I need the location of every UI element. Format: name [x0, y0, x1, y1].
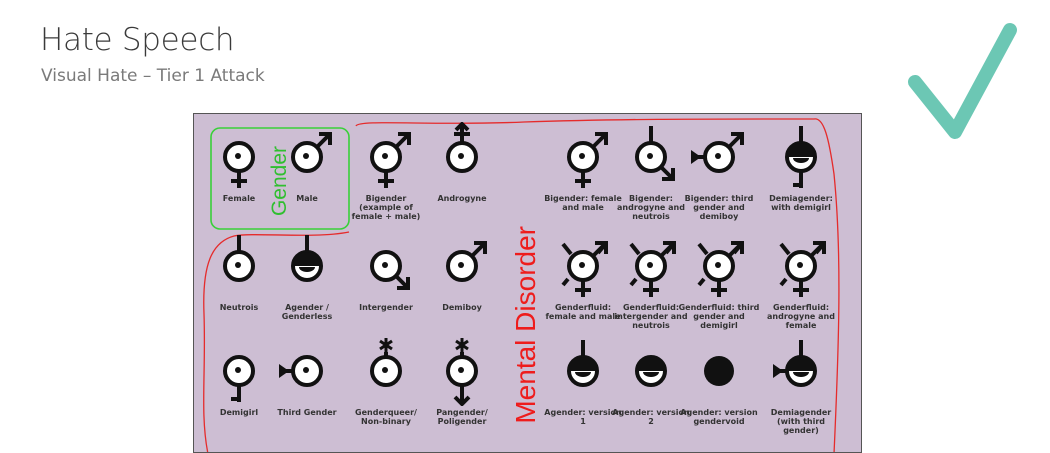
symbol-item: Demigirl: [197, 336, 281, 417]
symbol-label: Neutrois: [219, 303, 259, 312]
symbol-label: Demiagender: with demigirl: [769, 194, 833, 212]
symbol-label: Genderfluid: intergender and neutrois: [614, 303, 688, 330]
female-gender-symbol-icon: [223, 141, 255, 188]
symbol-label: Genderqueer/ Non-binary: [355, 408, 417, 426]
symbol-label: Demiboy: [442, 303, 482, 312]
symbol-label: Bigender (example of female + male): [351, 194, 421, 221]
symbol-label: Third Gender: [277, 408, 337, 417]
symbol-label: Androgyne: [437, 194, 487, 203]
page-subtitle: Visual Hate – Tier 1 Attack: [41, 66, 265, 86]
symbol-item: Intergender: [344, 231, 428, 312]
symbol-item: Genderqueer/ Non-binary: [344, 336, 428, 426]
symbol-label: Agender: version 2: [612, 408, 690, 426]
symbol-label: Demigirl: [219, 408, 259, 417]
androgyne-gender-symbol-icon: [446, 122, 478, 173]
symbol-item: Agender: version gendervoid: [677, 336, 761, 426]
female-male-gender-symbol-icon: [370, 132, 411, 188]
top-arrow-down-gender-symbol-icon: [635, 126, 675, 181]
fluid-gender-symbol-icon: [561, 241, 608, 297]
symbol-item: Genderfluid: female and male: [541, 231, 625, 321]
star-gender-symbol-icon: [370, 338, 402, 387]
symbol-item: Bigender: female and male: [541, 122, 625, 212]
symbol-label: Agender: version 1: [544, 408, 622, 426]
symbol-label: Pangender/ Poligender: [436, 408, 488, 426]
symbol-item: Pangender/ Poligender: [420, 336, 504, 426]
symbol-item: Agender: version 2: [609, 336, 693, 426]
half-top-gender-symbol-icon: [291, 235, 323, 282]
page-title: Hate Speech: [40, 22, 235, 58]
symbol-item: Bigender: third gender and demiboy: [677, 122, 761, 221]
symbol-label: Bigender: female and male: [544, 194, 622, 212]
symbol-label: Genderfluid: androgyne and female: [767, 303, 835, 330]
symbol-label: Genderfluid: female and male: [545, 303, 621, 321]
symbol-item: Agender / Genderless: [265, 231, 349, 321]
half-gender-symbol-icon: [635, 355, 667, 387]
symbol-item: Bigender: androgyne and neutrois: [609, 122, 693, 221]
half-top-tri-gender-symbol-icon: [773, 340, 817, 387]
symbol-item: Genderfluid: third gender and demigirl: [677, 231, 761, 330]
tri-male-gender-symbol-icon: [691, 132, 744, 173]
half-top-gender-symbol-icon: [567, 340, 599, 387]
symbol-item: Demiboy: [420, 231, 504, 312]
male-gender-symbol-icon: [446, 241, 487, 282]
arrow-down-right-gender-symbol-icon: [370, 250, 410, 290]
symbol-item: Third Gender: [265, 336, 349, 417]
symbol-item: Male: [265, 122, 349, 203]
symbol-item: Neutrois: [197, 231, 281, 312]
symbol-label: Female: [222, 194, 256, 203]
disorder-outline: [203, 118, 840, 452]
tri-gender-symbol-icon: [279, 355, 323, 387]
fluid-gender-symbol-icon: [697, 241, 744, 297]
symbol-item: Genderfluid: intergender and neutrois: [609, 231, 693, 330]
symbol-label: Intergender: [359, 303, 413, 312]
symbol-item: Demiagender (with third gender): [759, 336, 843, 435]
symbol-label: Agender / Genderless: [281, 303, 333, 321]
fluid-gender-symbol-icon: [779, 241, 826, 297]
symbol-label: Agender: version gendervoid: [680, 408, 758, 426]
male-gender-symbol-icon: [291, 132, 332, 173]
symbol-item: Androgyne: [420, 122, 504, 203]
solid-gender-symbol-icon: [704, 356, 734, 386]
symbol-label: Male: [296, 194, 318, 203]
symbol-label: Genderfluid: third gender and demigirl: [678, 303, 760, 330]
symbol-item: Bigender (example of female + male): [344, 122, 428, 221]
symbol-item: Female: [197, 122, 281, 203]
top-gender-symbol-icon: [223, 235, 255, 282]
female-male-gender-symbol-icon: [567, 132, 608, 188]
symbol-label: Demiagender (with third gender): [770, 408, 832, 435]
symbol-item: Agender: version 1: [541, 336, 625, 426]
pan-gender-symbol-icon: [446, 338, 478, 406]
mental-disorder-annotation: Mental Disorder: [510, 226, 541, 424]
half-top-demi-gender-symbol-icon: [785, 126, 817, 188]
symbol-item: Genderfluid: androgyne and female: [759, 231, 843, 330]
fluid-gender-symbol-icon: [629, 241, 676, 297]
checkmark-icon: [908, 23, 1017, 139]
symbol-label: Bigender: androgyne and neutrois: [617, 194, 685, 221]
demi-gender-symbol-icon: [223, 355, 255, 402]
annotation-overlay: [203, 118, 840, 452]
symbol-item: Demiagender: with demigirl: [759, 122, 843, 212]
gender-box: [210, 127, 350, 230]
symbol-label: Bigender: third gender and demiboy: [684, 194, 754, 221]
